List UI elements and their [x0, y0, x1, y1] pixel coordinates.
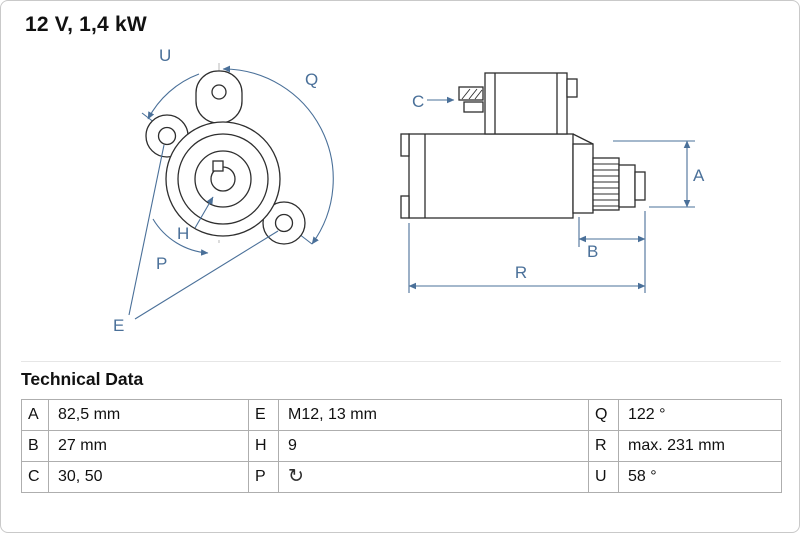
- tab-hole: [211, 84, 227, 100]
- param-value-h: 9: [278, 430, 589, 462]
- side-view: C A B R: [400, 72, 705, 293]
- rotation-arc-p: [152, 218, 209, 256]
- page-title: 12 V, 1,4 kW: [25, 13, 147, 36]
- param-value-r: max. 231 mm: [618, 430, 782, 462]
- technical-data-section: Technical Data A 82,5 mm E M12, 13 mm Q …: [21, 361, 782, 493]
- dim-label-q: Q: [305, 70, 318, 89]
- dim-label-u: U: [159, 46, 171, 65]
- solenoid: [484, 72, 568, 135]
- param-value-e: M12, 13 mm: [278, 399, 589, 431]
- mounting-lug-top: [400, 133, 410, 157]
- table-row: B 27 mm H 9 R max. 231 mm: [21, 430, 782, 462]
- param-value-a: 82,5 mm: [48, 399, 249, 431]
- solenoid-step: [566, 78, 578, 98]
- param-key-q: Q: [588, 399, 619, 431]
- param-value-b: 27 mm: [48, 430, 249, 462]
- param-key-e: E: [248, 399, 279, 431]
- param-key-h: H: [248, 430, 279, 462]
- param-key-b: B: [21, 430, 49, 462]
- technical-data-title: Technical Data: [21, 369, 144, 389]
- drive-housing: [572, 143, 594, 214]
- leader-h: [194, 196, 214, 229]
- param-value-u: 58 °: [618, 461, 782, 493]
- bolt-hole-upper-left: [157, 126, 177, 146]
- dim-arc-u: [147, 73, 200, 120]
- dim-label-h: H: [177, 224, 189, 243]
- rotation-direction-icon: ↻: [288, 466, 304, 487]
- param-value-p: ↻: [278, 461, 589, 493]
- param-key-r: R: [588, 430, 619, 462]
- param-key-a: A: [21, 399, 49, 431]
- pinion-gear: [592, 157, 620, 211]
- terminal-lower: [463, 101, 484, 113]
- flange-body: [165, 121, 281, 237]
- mounting-lug-bottom: [400, 195, 410, 219]
- leader-e-lower: [134, 230, 279, 320]
- table-row: A 82,5 mm E M12, 13 mm Q 122 °: [21, 399, 782, 431]
- dim-label-a: A: [693, 166, 705, 185]
- technical-drawing: U Q P H E: [113, 46, 705, 335]
- front-view: U Q P H E: [113, 46, 334, 335]
- dim-arc-q: [222, 65, 334, 245]
- bolt-hole-lower-right: [274, 213, 294, 233]
- shaft-step: [618, 164, 636, 208]
- dim-label-r: R: [515, 263, 527, 282]
- param-key-c: C: [21, 461, 49, 493]
- shaft-keyway: [212, 160, 224, 172]
- param-value-q: 122 °: [618, 399, 782, 431]
- param-key-u: U: [588, 461, 619, 493]
- leader-e-upper: [128, 144, 165, 316]
- table-row: C 30, 50 P ↻ U 58 °: [21, 461, 782, 493]
- shaft-tip: [634, 171, 646, 201]
- dim-label-p: P: [156, 254, 167, 273]
- motor-body: [408, 133, 574, 219]
- dim-label-e: E: [113, 316, 124, 335]
- technical-data-table: A 82,5 mm E M12, 13 mm Q 122 ° B 27 mm H…: [21, 399, 782, 493]
- param-key-p: P: [248, 461, 279, 493]
- dim-label-c: C: [412, 92, 424, 111]
- dim-label-b: B: [587, 242, 598, 261]
- param-value-c: 30, 50: [48, 461, 249, 493]
